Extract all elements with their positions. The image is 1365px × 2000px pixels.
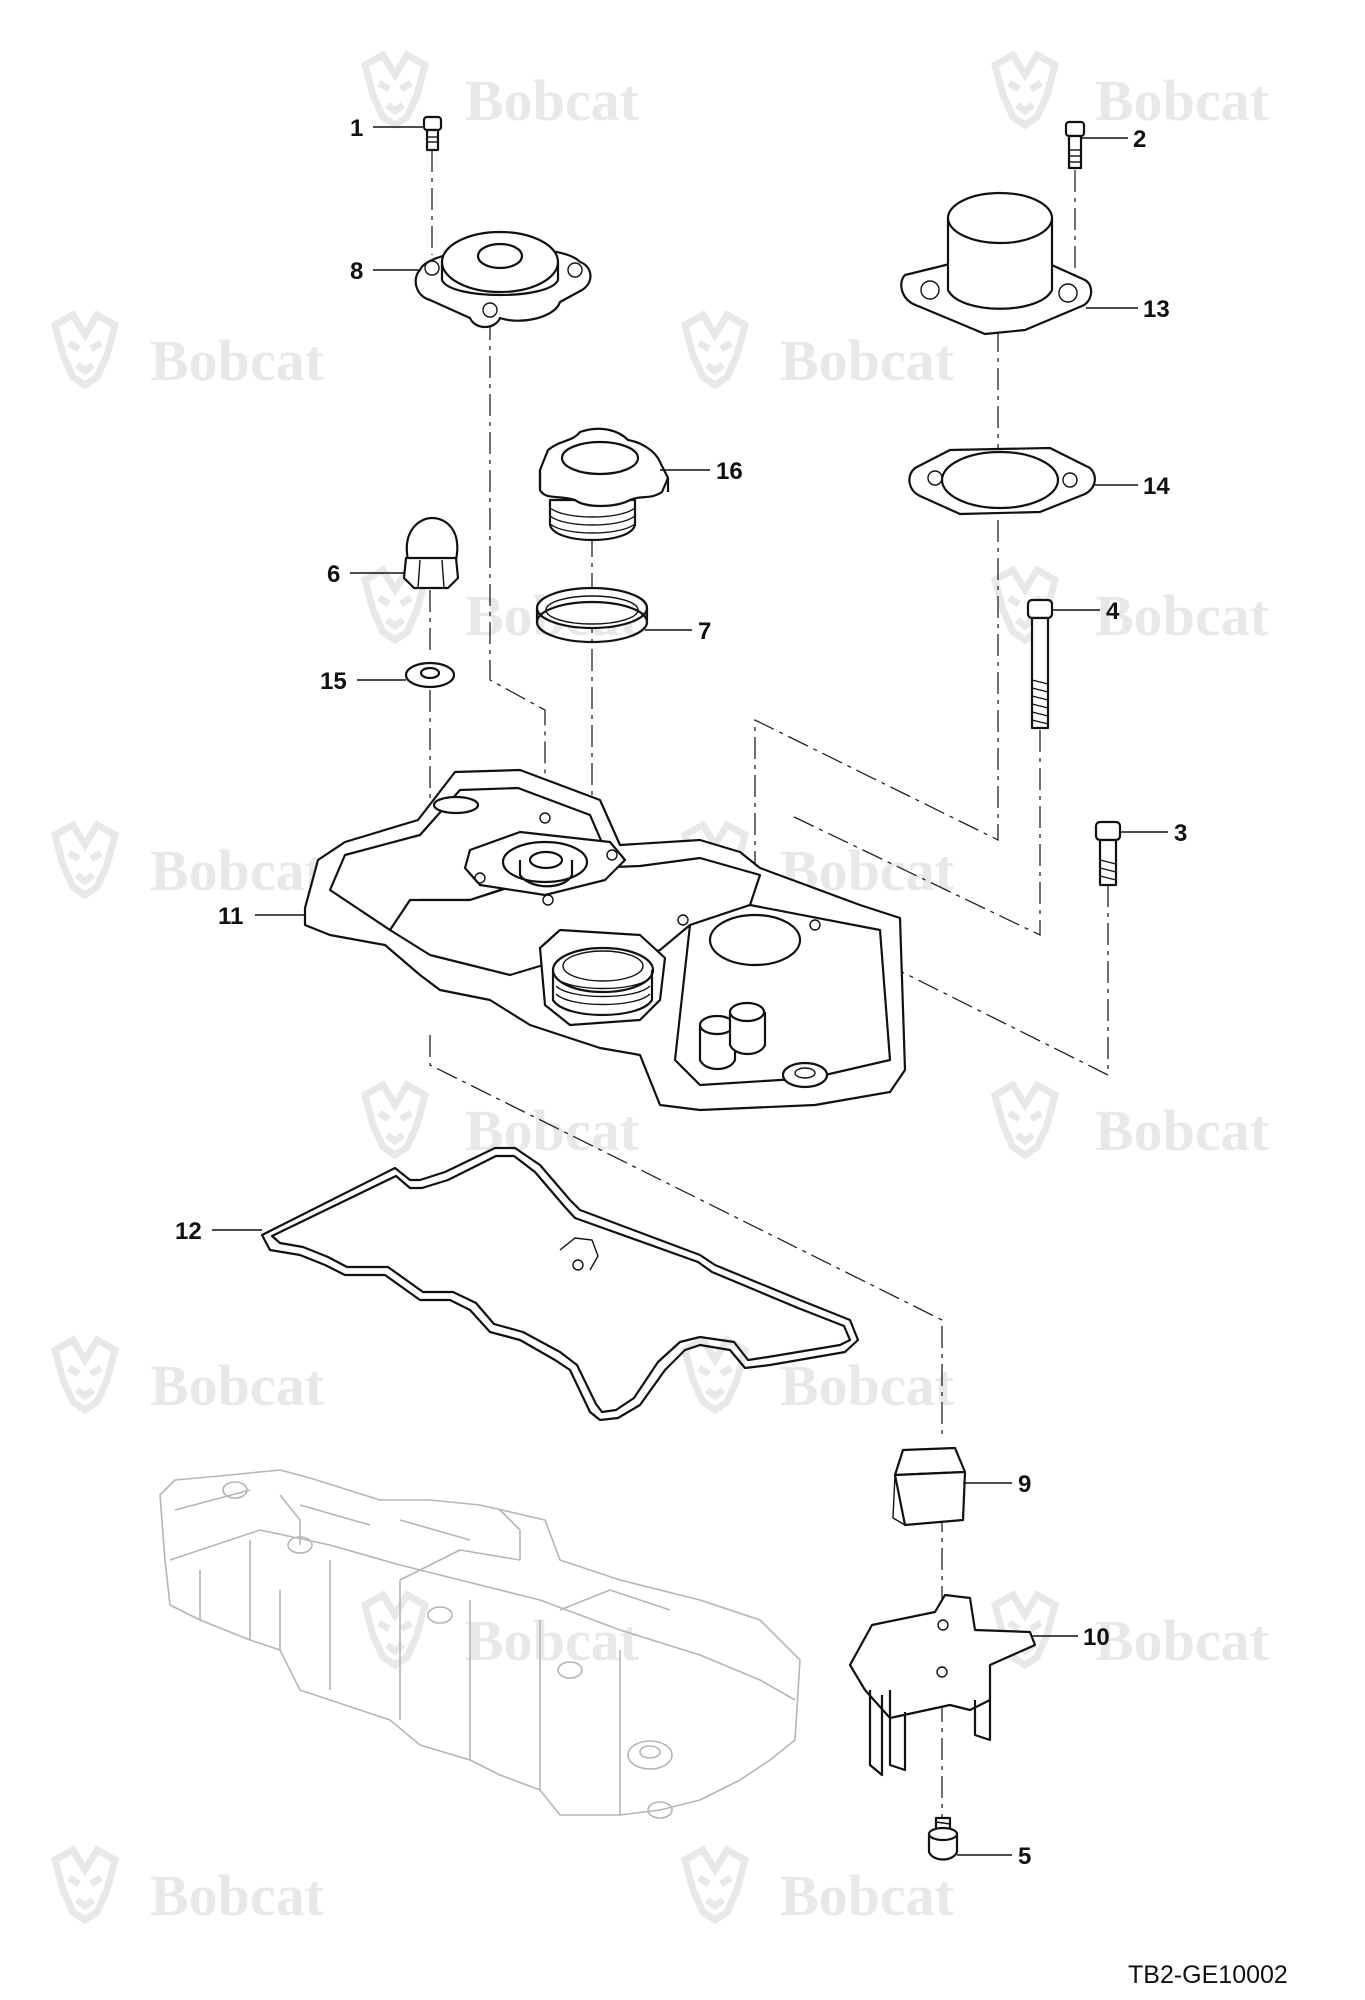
bolt-part-2 (1064, 120, 1086, 170)
watermark-logo-text: Bobcat (1095, 68, 1270, 133)
watermark-logo-text: Bobcat (1095, 583, 1270, 648)
callout-13: 13 (1143, 296, 1170, 323)
breather-cover-part-13 (900, 191, 1093, 336)
callout-labels: 1 8 2 13 14 16 7 6 15 4 3 11 12 9 10 5 (175, 115, 1187, 1870)
cylinder-head-reference (159, 1469, 801, 1819)
callout-8: 8 (350, 258, 363, 285)
bolt-part-3 (1094, 820, 1122, 887)
cap-part-8 (414, 230, 592, 329)
callout-leader-lines (212, 126, 1168, 1856)
watermark-logo-text: Bobcat (150, 1353, 325, 1418)
watermark-logo-text: Bobcat (1095, 1608, 1270, 1673)
long-bolt-part-4 (1026, 598, 1054, 730)
cap-nut-part-6 (402, 516, 460, 590)
callout-7: 7 (698, 618, 711, 645)
callout-15: 15 (320, 668, 347, 695)
callout-2: 2 (1133, 126, 1146, 153)
callout-10: 10 (1083, 1624, 1110, 1651)
callout-16: 16 (716, 458, 743, 485)
callout-1: 1 (350, 115, 363, 142)
watermark-logo-text: Bobcat (150, 838, 325, 903)
callout-4: 4 (1106, 598, 1120, 625)
callout-9: 9 (1018, 1471, 1031, 1498)
watermark-logo-text: Bobcat (1095, 1098, 1270, 1163)
drawing-code: TB2-GE10002 (1128, 1961, 1288, 1989)
oil-filler-cap-part-16 (538, 427, 670, 541)
gasket-part-14 (908, 446, 1096, 516)
bracket-part-10 (848, 1593, 1037, 1777)
cover-gasket-part-12 (260, 1146, 860, 1422)
watermark-logo-text: Bobcat (780, 1863, 955, 1928)
watermark-logo-text: Bobcat (465, 68, 640, 133)
callout-5: 5 (1018, 1843, 1031, 1870)
callout-6: 6 (327, 561, 340, 588)
watermark-logo-text: Bobcat (780, 328, 955, 393)
watermark-layer: Bobcat Bobcat Bobcat Bobcat Bobcat Bobca… (55, 55, 1270, 1928)
callout-11: 11 (218, 903, 243, 930)
washer-part-15 (404, 661, 456, 689)
bolt-part-5 (927, 1816, 959, 1861)
watermark-logo-text: Bobcat (150, 1863, 325, 1928)
watermark-logo-text: Bobcat (780, 1353, 955, 1418)
watermark-logo-text: Bobcat (150, 328, 325, 393)
rubber-block-part-9 (892, 1446, 967, 1527)
callout-3: 3 (1174, 820, 1187, 847)
watermark-logo-text: Bobcat (465, 1608, 640, 1673)
watermark-logo-text: Bobcat (465, 1098, 640, 1163)
callout-14: 14 (1143, 473, 1170, 500)
valve-cover-part-11 (303, 768, 907, 1112)
o-ring-part-7 (535, 586, 649, 644)
callout-12: 12 (175, 1218, 202, 1245)
bolt-part-1 (422, 115, 443, 152)
